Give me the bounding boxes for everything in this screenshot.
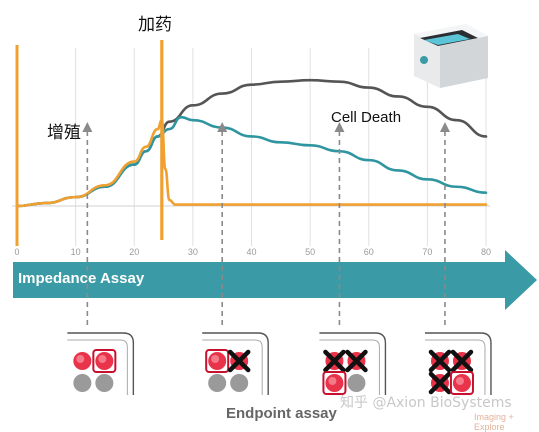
- proliferation-label: 增殖: [47, 123, 81, 143]
- well-live-shine: [76, 355, 85, 363]
- well-highlight-box: [92, 349, 117, 373]
- well-inactive: [73, 374, 92, 392]
- x-tick-label: 0: [14, 247, 19, 257]
- well-inactive: [95, 374, 114, 392]
- plate-outline: [202, 332, 269, 395]
- well-inactive: [347, 374, 366, 392]
- plate-group: [202, 332, 269, 395]
- dead-x-icon: [450, 349, 474, 373]
- x-tick-label: 20: [129, 247, 139, 257]
- dead-x-icon: [323, 349, 346, 373]
- watermark: 知乎 @Axion BioSystems: [340, 395, 512, 411]
- cell-death-label: Cell Death: [331, 109, 402, 126]
- x-tick-label: 10: [71, 247, 81, 257]
- well-live-shine: [211, 355, 220, 363]
- series-line-toxic: [15, 118, 488, 208]
- dead-x-icon: [345, 349, 368, 373]
- watermark-small: Imaging + Explore: [474, 412, 514, 432]
- well-live-shine: [328, 377, 337, 385]
- x-tick-label: 70: [422, 247, 432, 257]
- timeline-label: Impedance Assay: [18, 270, 145, 287]
- plate-outline: [319, 332, 387, 395]
- dead-x-icon: [428, 349, 452, 373]
- plate-inner-outline: [424, 339, 486, 395]
- plate-outline: [67, 332, 135, 395]
- well-live-shine: [455, 377, 464, 385]
- instrument-icon: [414, 24, 488, 88]
- plate-inner-outline: [319, 339, 380, 395]
- plate-inner-outline: [202, 339, 263, 395]
- treatment-label: 加药: [138, 15, 172, 35]
- plate-group: [424, 332, 492, 395]
- x-tick-label: 60: [364, 247, 374, 257]
- chart-curves: [15, 40, 488, 246]
- endpoint-assay-label: Endpoint assay: [226, 405, 337, 422]
- x-tick-label: 50: [305, 247, 315, 257]
- well-inactive: [230, 374, 249, 392]
- sample-arrowhead: [439, 122, 450, 132]
- plate-inner-outline: [67, 339, 128, 395]
- well-live-shine: [98, 355, 107, 363]
- dead-x-icon: [227, 349, 251, 373]
- sample-connectors: [82, 122, 450, 325]
- dead-x-icon: [428, 371, 452, 395]
- timeline-arrow: [13, 250, 537, 310]
- well-highlight-box: [322, 371, 347, 395]
- well-inactive: [208, 374, 227, 392]
- well-highlight-box: [205, 349, 230, 373]
- plate-outline: [424, 332, 492, 395]
- sample-arrowhead: [217, 122, 228, 132]
- well-highlight-box: [449, 371, 474, 395]
- sample-arrowhead: [334, 122, 345, 132]
- x-tick-label: 80: [481, 247, 491, 257]
- sample-arrowhead: [82, 122, 93, 132]
- x-tick-label: 40: [246, 247, 256, 257]
- x-tick-label: 30: [188, 247, 198, 257]
- chart-x-ticks: 0 10 20 30 40 50 60 70 80: [14, 247, 491, 257]
- plate-group: [319, 332, 387, 395]
- plate-group: [67, 332, 135, 395]
- endpoint-plates: [67, 332, 492, 395]
